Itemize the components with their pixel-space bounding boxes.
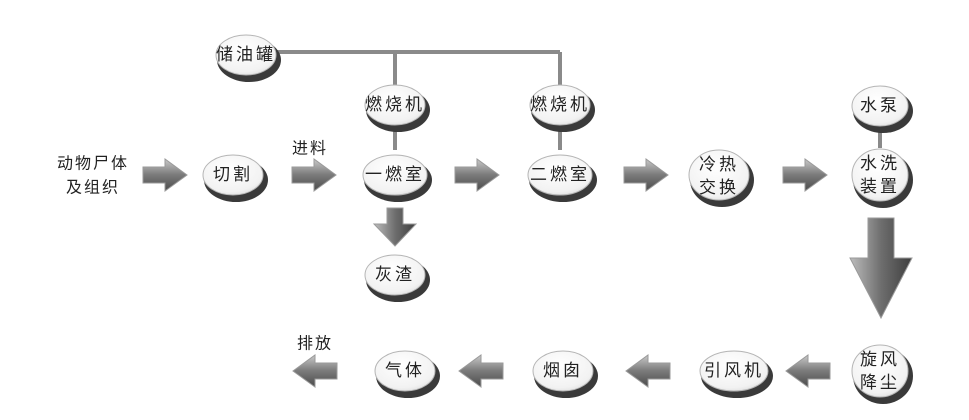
node-label: 燃烧机 bbox=[530, 95, 590, 115]
arrow-heat-exchange-to-water-wash bbox=[782, 158, 828, 192]
node-label: 降尘 bbox=[860, 373, 900, 393]
node-heat-exchange: 冷热 交换 bbox=[688, 149, 754, 207]
node-label: 切割 bbox=[213, 165, 253, 185]
arrow-chimney-to-gas bbox=[458, 354, 504, 388]
node-secondary-chamber: 二燃室 bbox=[527, 154, 597, 202]
node-water-pump: 水泵 bbox=[851, 85, 913, 133]
arrow-chamber1-to-chamber2 bbox=[454, 158, 500, 192]
node-water-wash: 水洗 装置 bbox=[851, 148, 913, 208]
node-primary-chamber: 一燃室 bbox=[362, 154, 432, 202]
node-ash: 灰渣 bbox=[364, 254, 430, 302]
arrow-input-to-cutting bbox=[142, 158, 188, 192]
arrow-cutting-to-chamber1 bbox=[291, 158, 337, 192]
node-label: 燃烧机 bbox=[365, 95, 425, 115]
arrow-chamber2-to-heat-exchange bbox=[623, 158, 669, 192]
node-label: 水泵 bbox=[860, 96, 900, 116]
arrow-gas-to-discharge bbox=[292, 354, 338, 388]
node-label: 一燃室 bbox=[365, 165, 425, 185]
node-label: 烟囱 bbox=[543, 361, 583, 381]
node-label: 冷热 bbox=[699, 155, 739, 175]
node-label: 水洗 bbox=[860, 154, 900, 174]
node-chimney: 烟囱 bbox=[532, 350, 598, 398]
node-label: 装置 bbox=[860, 177, 900, 197]
node-induced-fan: 引风机 bbox=[699, 350, 773, 398]
node-cutting: 切割 bbox=[202, 154, 268, 202]
input-label-line-2: 及组织 bbox=[66, 178, 120, 197]
node-burner-1: 燃烧机 bbox=[364, 84, 430, 132]
node-label: 二燃室 bbox=[530, 165, 590, 185]
node-burner-2: 燃烧机 bbox=[529, 84, 595, 132]
node-label: 灰渣 bbox=[375, 265, 415, 285]
arrow-chamber1-to-ash bbox=[372, 207, 418, 247]
node-label: 气体 bbox=[385, 361, 425, 381]
input-label-line-1: 动物尸体 bbox=[57, 154, 129, 173]
input-label: 动物尸体 及组织 bbox=[57, 154, 129, 197]
node-label: 引风机 bbox=[704, 361, 764, 381]
arrow-water-wash-to-cyclone bbox=[849, 217, 913, 320]
feeding-label: 进料 bbox=[292, 139, 328, 158]
node-oil-tank: 储油罐 bbox=[215, 34, 281, 82]
arrow-induced-fan-to-chimney bbox=[625, 354, 671, 388]
node-label: 旋风 bbox=[860, 350, 900, 370]
arrow-cyclone-to-induced-fan bbox=[785, 354, 831, 388]
discharge-label: 排放 bbox=[297, 334, 333, 353]
node-label: 交换 bbox=[699, 178, 739, 198]
node-gas: 气体 bbox=[374, 350, 440, 398]
node-cyclone: 旋风 降尘 bbox=[851, 344, 913, 404]
node-label: 储油罐 bbox=[216, 45, 276, 65]
